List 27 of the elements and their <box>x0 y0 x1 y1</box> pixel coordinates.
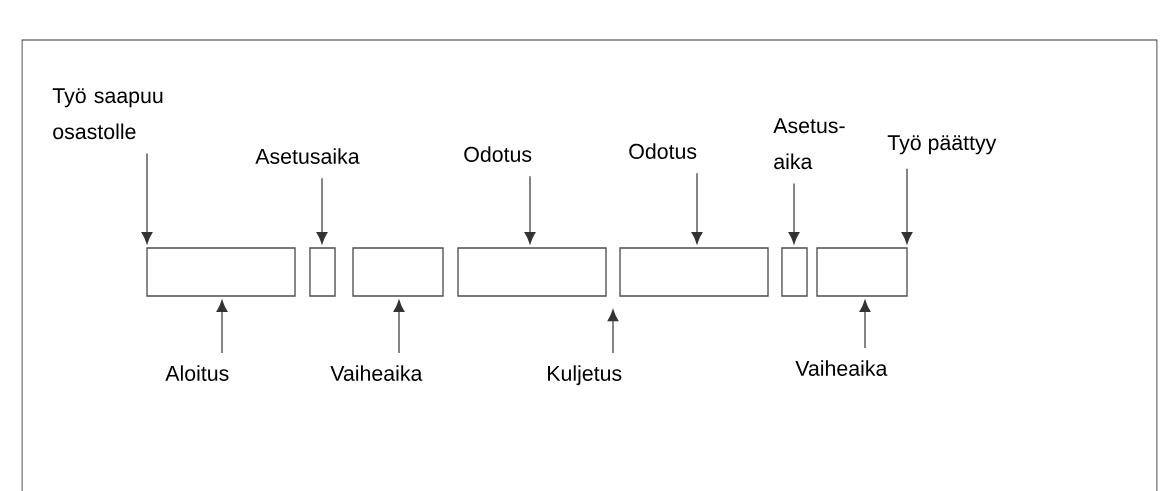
empty-box <box>457 247 607 297</box>
empty-box <box>352 247 444 297</box>
label-text: Vaiheaika <box>330 365 423 381</box>
arrow <box>607 309 619 354</box>
arrow <box>524 175 536 244</box>
label-text: Asetusaika <box>255 148 360 164</box>
empty-box <box>309 247 336 297</box>
arrow <box>901 168 913 244</box>
arrow <box>691 172 703 244</box>
arrow <box>788 182 800 244</box>
empty-box <box>781 247 808 297</box>
label-text: Työ päättyy <box>887 135 997 155</box>
arrow <box>141 152 153 244</box>
empty-box <box>146 247 296 297</box>
arrow <box>216 300 228 354</box>
arrow <box>316 177 328 244</box>
empty-box <box>619 247 769 297</box>
label-text: Odotus <box>464 146 532 162</box>
label-text: Asetus- aika <box>773 118 845 170</box>
arrow <box>859 300 871 349</box>
label-text: Vaiheaika <box>795 360 888 376</box>
label-text: Odotus <box>629 143 697 159</box>
empty-box <box>816 247 908 297</box>
label-text: Aloitus <box>165 365 229 381</box>
arrow <box>393 300 405 354</box>
label-text: Työ saapuu osastolle <box>52 88 163 140</box>
label-text: Kuljetus <box>548 365 622 386</box>
